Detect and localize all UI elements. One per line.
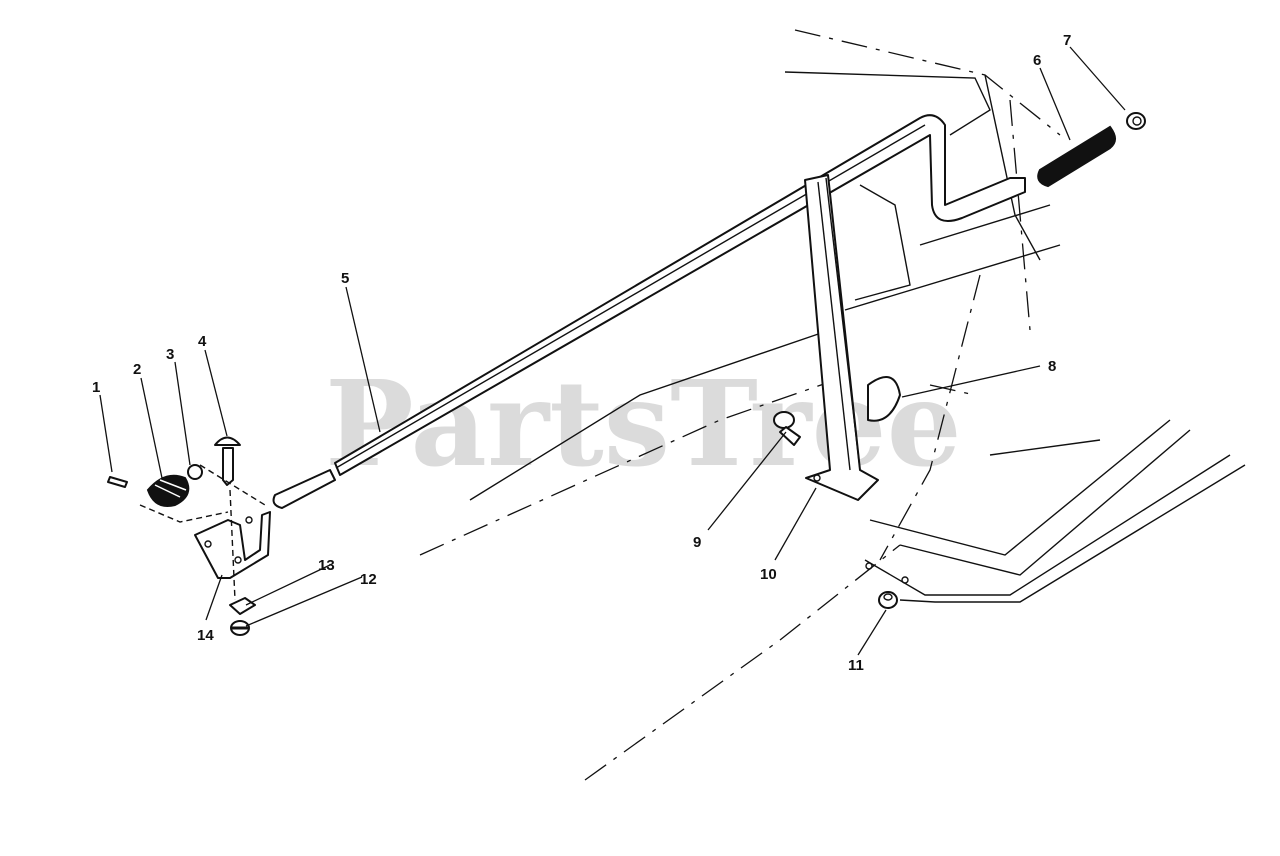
part-2-spring xyxy=(146,474,190,507)
part-9-bolt xyxy=(773,411,801,446)
callout-3: 3 xyxy=(166,346,174,363)
callout-11: 11 xyxy=(848,657,864,674)
callout-8: 8 xyxy=(1048,358,1056,375)
callout-5: 5 xyxy=(341,270,349,287)
callout-14: 14 xyxy=(197,627,214,644)
part-11-nut xyxy=(878,591,898,609)
callout-12: 12 xyxy=(360,571,377,588)
part-3-washer xyxy=(187,464,203,480)
leader-lines xyxy=(99,46,1126,656)
part-4-carriage-bolt xyxy=(214,436,241,486)
callout-10: 10 xyxy=(760,566,777,583)
callout-2: 2 xyxy=(133,361,141,378)
part-13-lock-washer xyxy=(229,597,256,615)
assembly-guides xyxy=(139,464,266,601)
part-7-cap xyxy=(1126,112,1146,130)
callout-1: 1 xyxy=(92,379,100,396)
callout-9: 9 xyxy=(693,534,701,551)
mower-body-outline xyxy=(419,29,1246,781)
part-6-grip xyxy=(1037,125,1116,188)
callout-6: 6 xyxy=(1033,52,1041,69)
mounting-holes xyxy=(813,474,909,584)
part-1-pin xyxy=(107,476,128,488)
callout-labels: 1 2 3 4 5 6 7 8 9 10 11 12 13 14 xyxy=(92,32,1071,674)
callout-7: 7 xyxy=(1063,32,1071,49)
rod-end xyxy=(272,469,336,509)
callout-13: 13 xyxy=(318,557,335,574)
callout-4: 4 xyxy=(198,333,207,350)
support-bracket xyxy=(804,174,879,501)
part-12-nut xyxy=(230,620,250,636)
part-8-oval xyxy=(867,376,901,422)
